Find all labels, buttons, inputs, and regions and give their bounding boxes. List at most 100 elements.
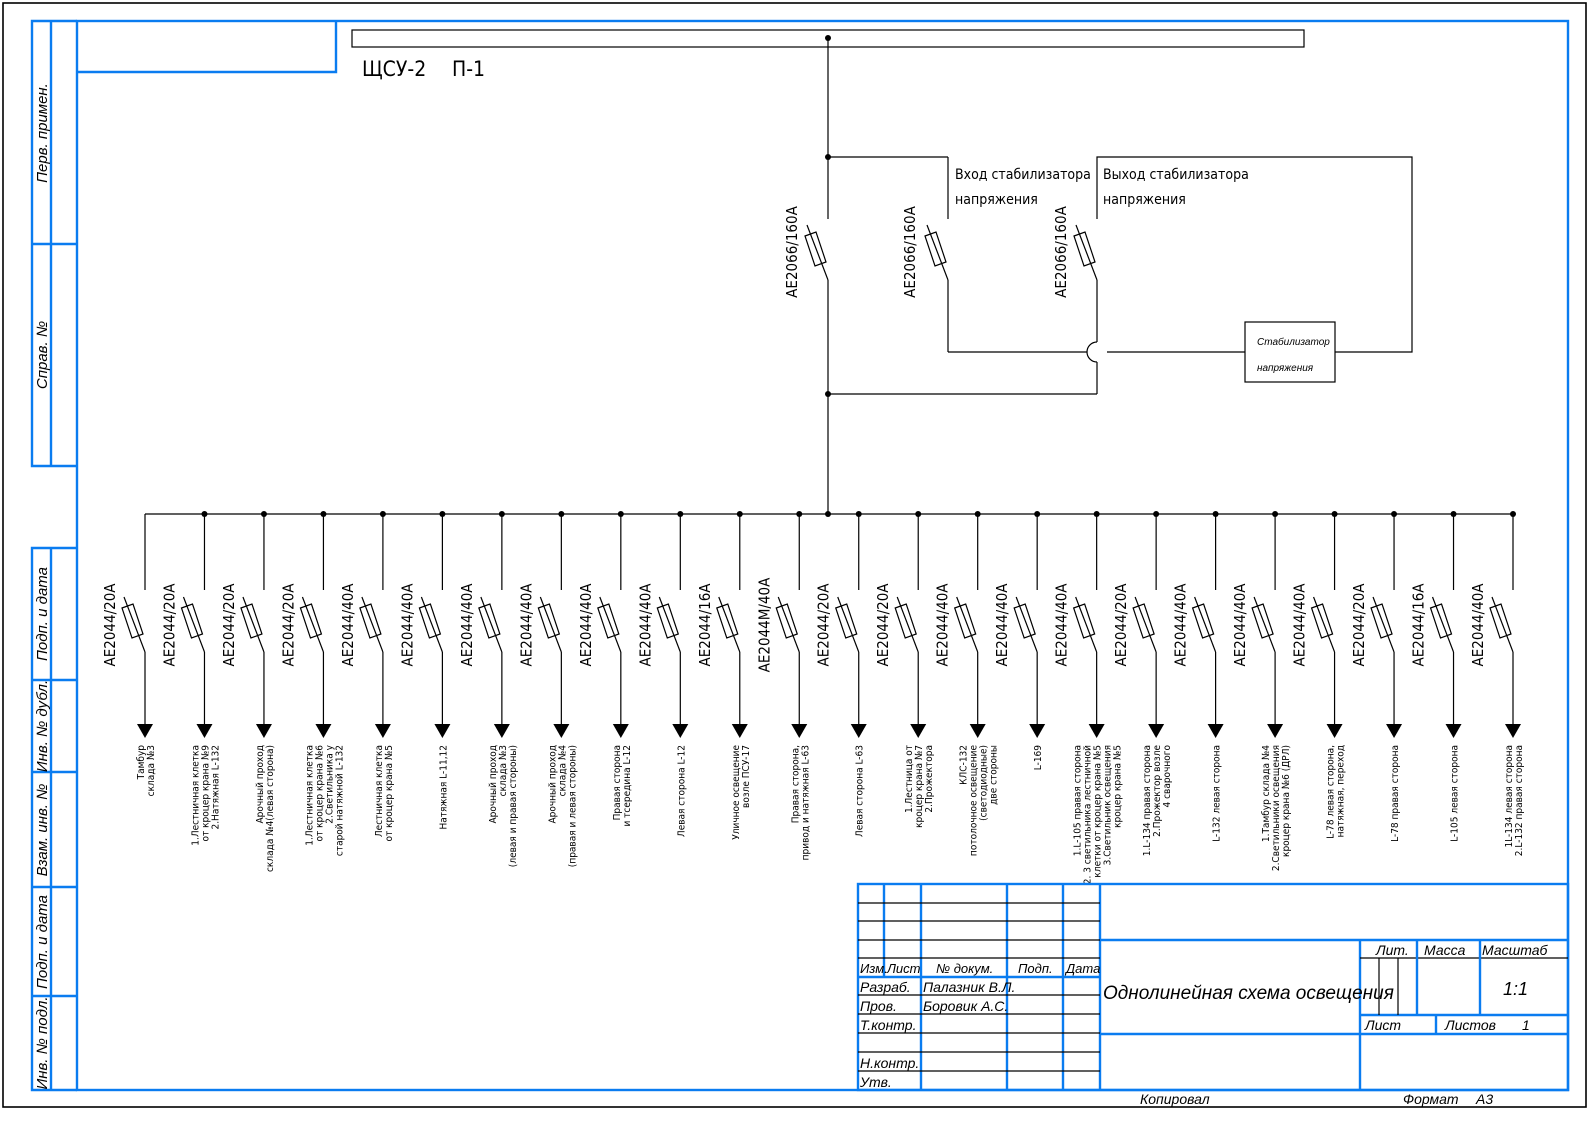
load-arrow-icon (791, 724, 808, 738)
breaker-release (656, 603, 680, 639)
feeder-description: 2. 3 светильника лестничной (1083, 745, 1094, 884)
load-arrow-icon (1505, 724, 1521, 738)
breaker-release (299, 603, 323, 639)
breaker-label: АЕ2044/40А (934, 583, 952, 667)
stabilizer-box-label-2: напряжения (1257, 363, 1314, 374)
sheets-label: Листов (1444, 1017, 1496, 1033)
feeder-description: Лестничная клетка (374, 745, 385, 837)
breaker-release (180, 603, 204, 639)
breaker-label: АЕ2044/40А (458, 583, 476, 667)
breaker-label: АЕ2044/40А (577, 583, 595, 667)
feeder-description: 1L-134 левая сторона (1504, 745, 1515, 848)
checker-name: Боровик А.С. (923, 998, 1008, 1014)
feeder-description: Арочный проход (255, 745, 266, 824)
stabilizer-output-label: Выход стабилизатора (1103, 167, 1249, 183)
breaker-release (1310, 603, 1334, 639)
feeder-description: L-78 левая сторона, (1326, 745, 1337, 839)
feeder-description: L-78 правая сторона (1390, 745, 1401, 842)
stabilizer-breaker-bypass (804, 224, 829, 394)
copied-label: Копировал (1140, 1091, 1210, 1107)
header-sign: Подп. (1018, 961, 1053, 976)
breaker-release (1132, 603, 1155, 639)
side-label-perv-primen: Перв. примен. (34, 83, 51, 183)
side-label-inv-dubl: Инв. № дубл. (34, 680, 51, 772)
feeder-description: (левая и правая стороны) (508, 745, 519, 867)
feeder-description: склада №4 (557, 745, 568, 797)
document-title: Однолинейная схема освещения (1103, 983, 1394, 1004)
load-arrow-icon (374, 724, 391, 738)
feeder-branch: АЕ2044/20А L-78 правая сторона (1350, 511, 1403, 842)
feeder-description: 3.Светильник освещения (1103, 745, 1114, 865)
breaker-label: АЕ2044/40А (1469, 583, 1487, 667)
feeder-description: 1.Лестничная клетка (304, 745, 315, 846)
breaker-label: АЕ2044/40А (1291, 583, 1309, 667)
breaker-release (1013, 603, 1036, 639)
role-checker: Пров. (860, 998, 897, 1014)
breaker-label: АЕ2044/40А (398, 583, 416, 667)
breaker-label: АЕ2044/40А (993, 583, 1011, 667)
side-label-podp-data-2: Подп. и дата (34, 895, 51, 989)
load-arrow-icon (910, 724, 927, 738)
feeder-description: Тамбур (135, 745, 147, 781)
role-norm-control: Н.контр. (860, 1055, 919, 1071)
feeder-description: Левая сторона L-12 (676, 745, 687, 837)
breaker-label: АЕ2066/160А (1052, 205, 1070, 297)
load-arrow-icon (612, 724, 629, 738)
voltage-stabilizer-box (1244, 321, 1336, 383)
stabilizer-input-label-2: напряжения (955, 192, 1038, 208)
role-tech-control: Т.контр. (860, 1017, 916, 1033)
breaker-release (240, 603, 263, 639)
feeder-description: кроцер крана №6 (ДРЛ) (1281, 745, 1292, 857)
feeder-description: от кроцер крана №6 (314, 745, 325, 842)
feeder-description: L-105 левая сторона (1450, 745, 1461, 842)
feeder-description: Арочный проход (547, 745, 558, 824)
top-left-stamp (77, 21, 338, 74)
format-value: А3 (1475, 1091, 1493, 1107)
feeder-description: 2.Светильники освещения (1271, 745, 1282, 871)
feeder-description: 1.Лестница от (904, 745, 915, 813)
load-arrow-icon (1207, 724, 1224, 738)
load-arrow-icon (315, 724, 332, 738)
load-arrow-icon (731, 724, 748, 738)
feeder-description: Арочный проход (488, 745, 499, 824)
load-arrow-icon (137, 724, 153, 738)
load-arrow-icon (672, 724, 689, 738)
sheet-label: Лист (1364, 1017, 1401, 1033)
breaker-release (478, 603, 501, 639)
feeder-description: (правая и левая стороны) (567, 745, 578, 867)
sheet-outer-border (2, 2, 1587, 1108)
side-label-sprav: Справ. № (34, 321, 51, 389)
feeder-description: Правая сторона, (790, 745, 801, 823)
feeder-description: кроцер крана №5 (1113, 745, 1124, 828)
format-label: Формат (1403, 1091, 1459, 1107)
breaker-release (716, 603, 739, 639)
breaker-label: АЕ2044/20А (160, 583, 178, 667)
breaker-release (597, 603, 620, 639)
feeder-description: две стороны (989, 745, 1000, 805)
breaker-label: АЕ2066/160А (901, 205, 919, 297)
header-doc-no: № докум. (936, 961, 993, 976)
breaker-label: АЕ2044/20А (1350, 583, 1368, 667)
stabilizer-box-label: Стабилизатор (1257, 336, 1330, 348)
header-date: Дата (1064, 961, 1100, 976)
load-arrow-icon (1088, 724, 1105, 738)
side-label-vzam-inv: Взам. инв. № (34, 784, 51, 877)
breaker-label: АЕ2044/20А (874, 583, 892, 667)
breaker-label: АЕ2044/20А (220, 583, 238, 667)
feeder-description: 1.L-134 правая сторона (1142, 745, 1153, 856)
role-approved: Утв. (859, 1074, 892, 1090)
feeder-description: L-169 (1033, 745, 1044, 771)
